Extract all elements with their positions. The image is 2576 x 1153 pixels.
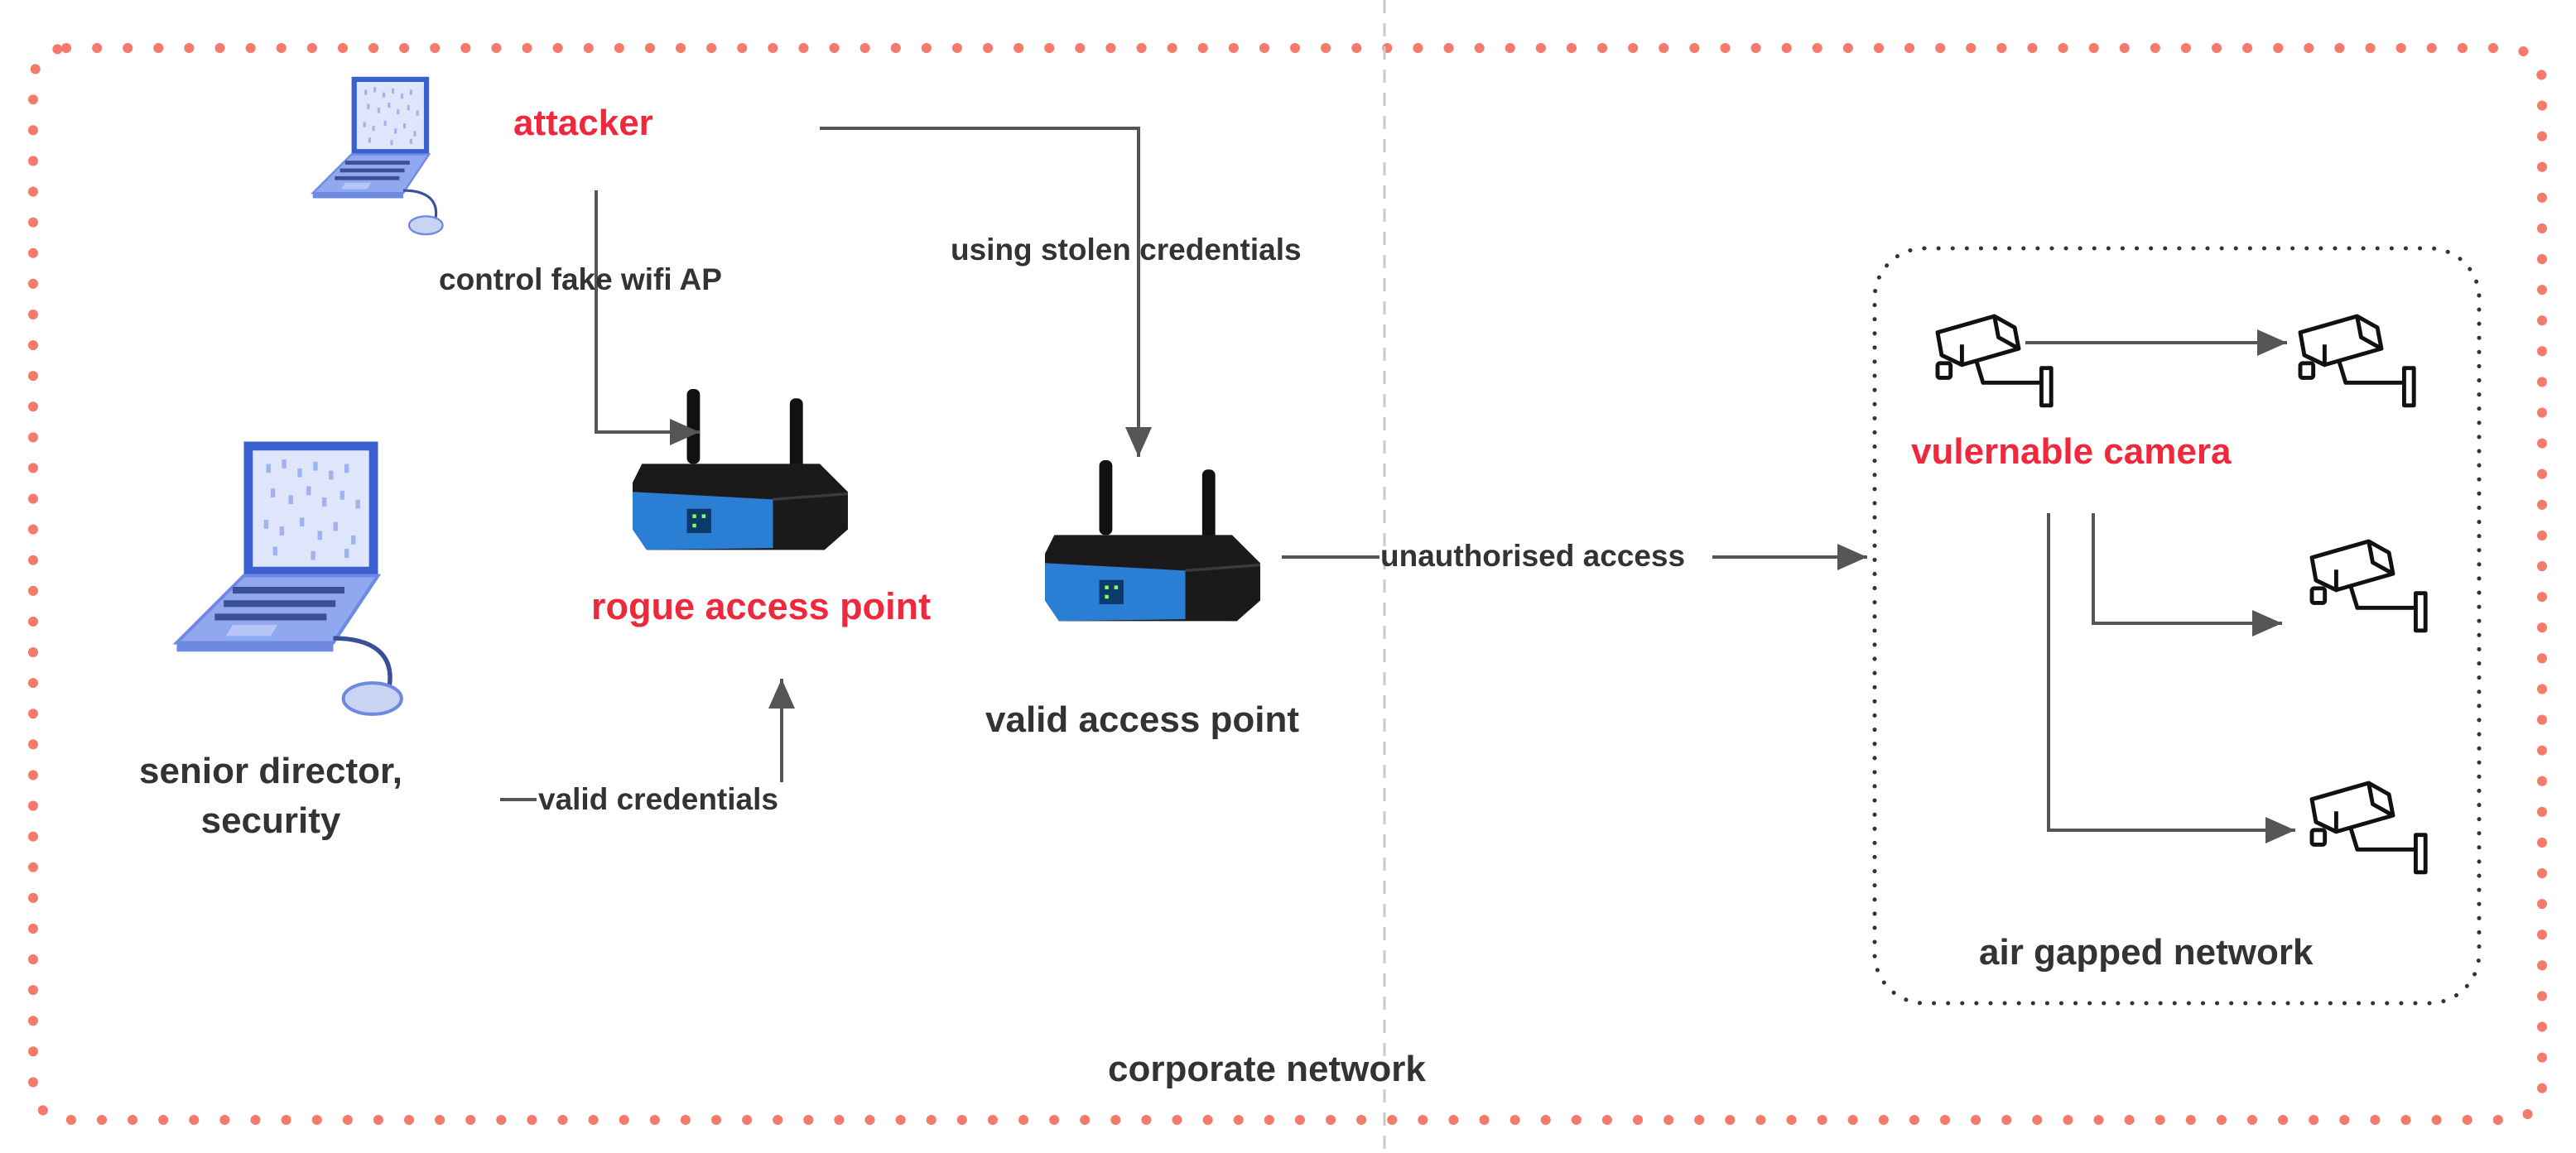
attacker-label: attacker [513,103,653,143]
edge-camera-to-camera-4 [2047,513,2295,843]
unauthorised-access-label: unauthorised access [1380,539,1685,573]
edge-control-fake-ap [595,190,700,445]
air-gapped-network-label: air gapped network [1979,932,2314,973]
victim-label-line1: senior director, [139,751,402,791]
valid-ap-label: valid access point [985,699,1299,740]
victim-label-line2: security [201,800,341,841]
valid-ap-router-icon [1043,459,1262,623]
rogue-ap-label: rogue access point [591,585,931,627]
corporate-network-label: corporate network [1108,1049,1426,1089]
rogue-ap-router-icon [631,387,850,552]
attacker-laptop-icon [311,75,445,236]
camera-3-icon [2312,541,2425,631]
camera-2-icon [2300,316,2414,406]
camera-4-icon [2312,783,2425,872]
vulnerable-camera-icon [1938,316,2051,406]
victim-laptop-icon [177,442,402,714]
edge-stolen-credentials [820,127,1152,457]
valid-credentials-label: valid credentials [538,782,778,816]
vulnerable-camera-label: vulernable camera [1911,431,2232,472]
edge-camera-to-camera-3 [2092,513,2282,637]
stolen-credentials-label: using stolen credentials [951,233,1302,267]
control-fake-ap-label: control fake wifi AP [439,262,722,296]
